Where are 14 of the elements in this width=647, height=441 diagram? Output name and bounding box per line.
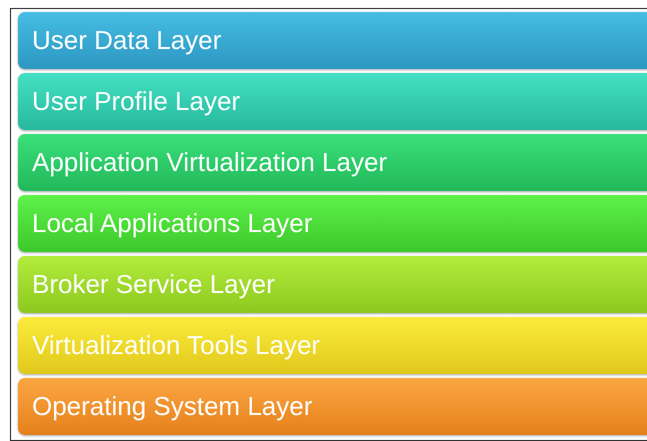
layer-label: Local Applications Layer xyxy=(31,208,312,239)
layer-label: User Data Layer xyxy=(31,25,222,56)
layer-label: User Profile Layer xyxy=(31,86,240,117)
layer-label: Broker Service Layer xyxy=(31,269,275,300)
layer-label: Virtualization Tools Layer xyxy=(31,330,320,361)
layer-label: Application Virtualization Layer xyxy=(31,147,388,178)
layer-bar xyxy=(18,317,647,374)
layer-bar xyxy=(18,134,647,191)
layer-label: Operating System Layer xyxy=(31,391,312,422)
layer-bar xyxy=(18,256,647,313)
layer-bar xyxy=(18,378,647,435)
layer-bar xyxy=(18,195,647,252)
layer-bar xyxy=(18,12,647,69)
layer-bar xyxy=(18,73,647,130)
